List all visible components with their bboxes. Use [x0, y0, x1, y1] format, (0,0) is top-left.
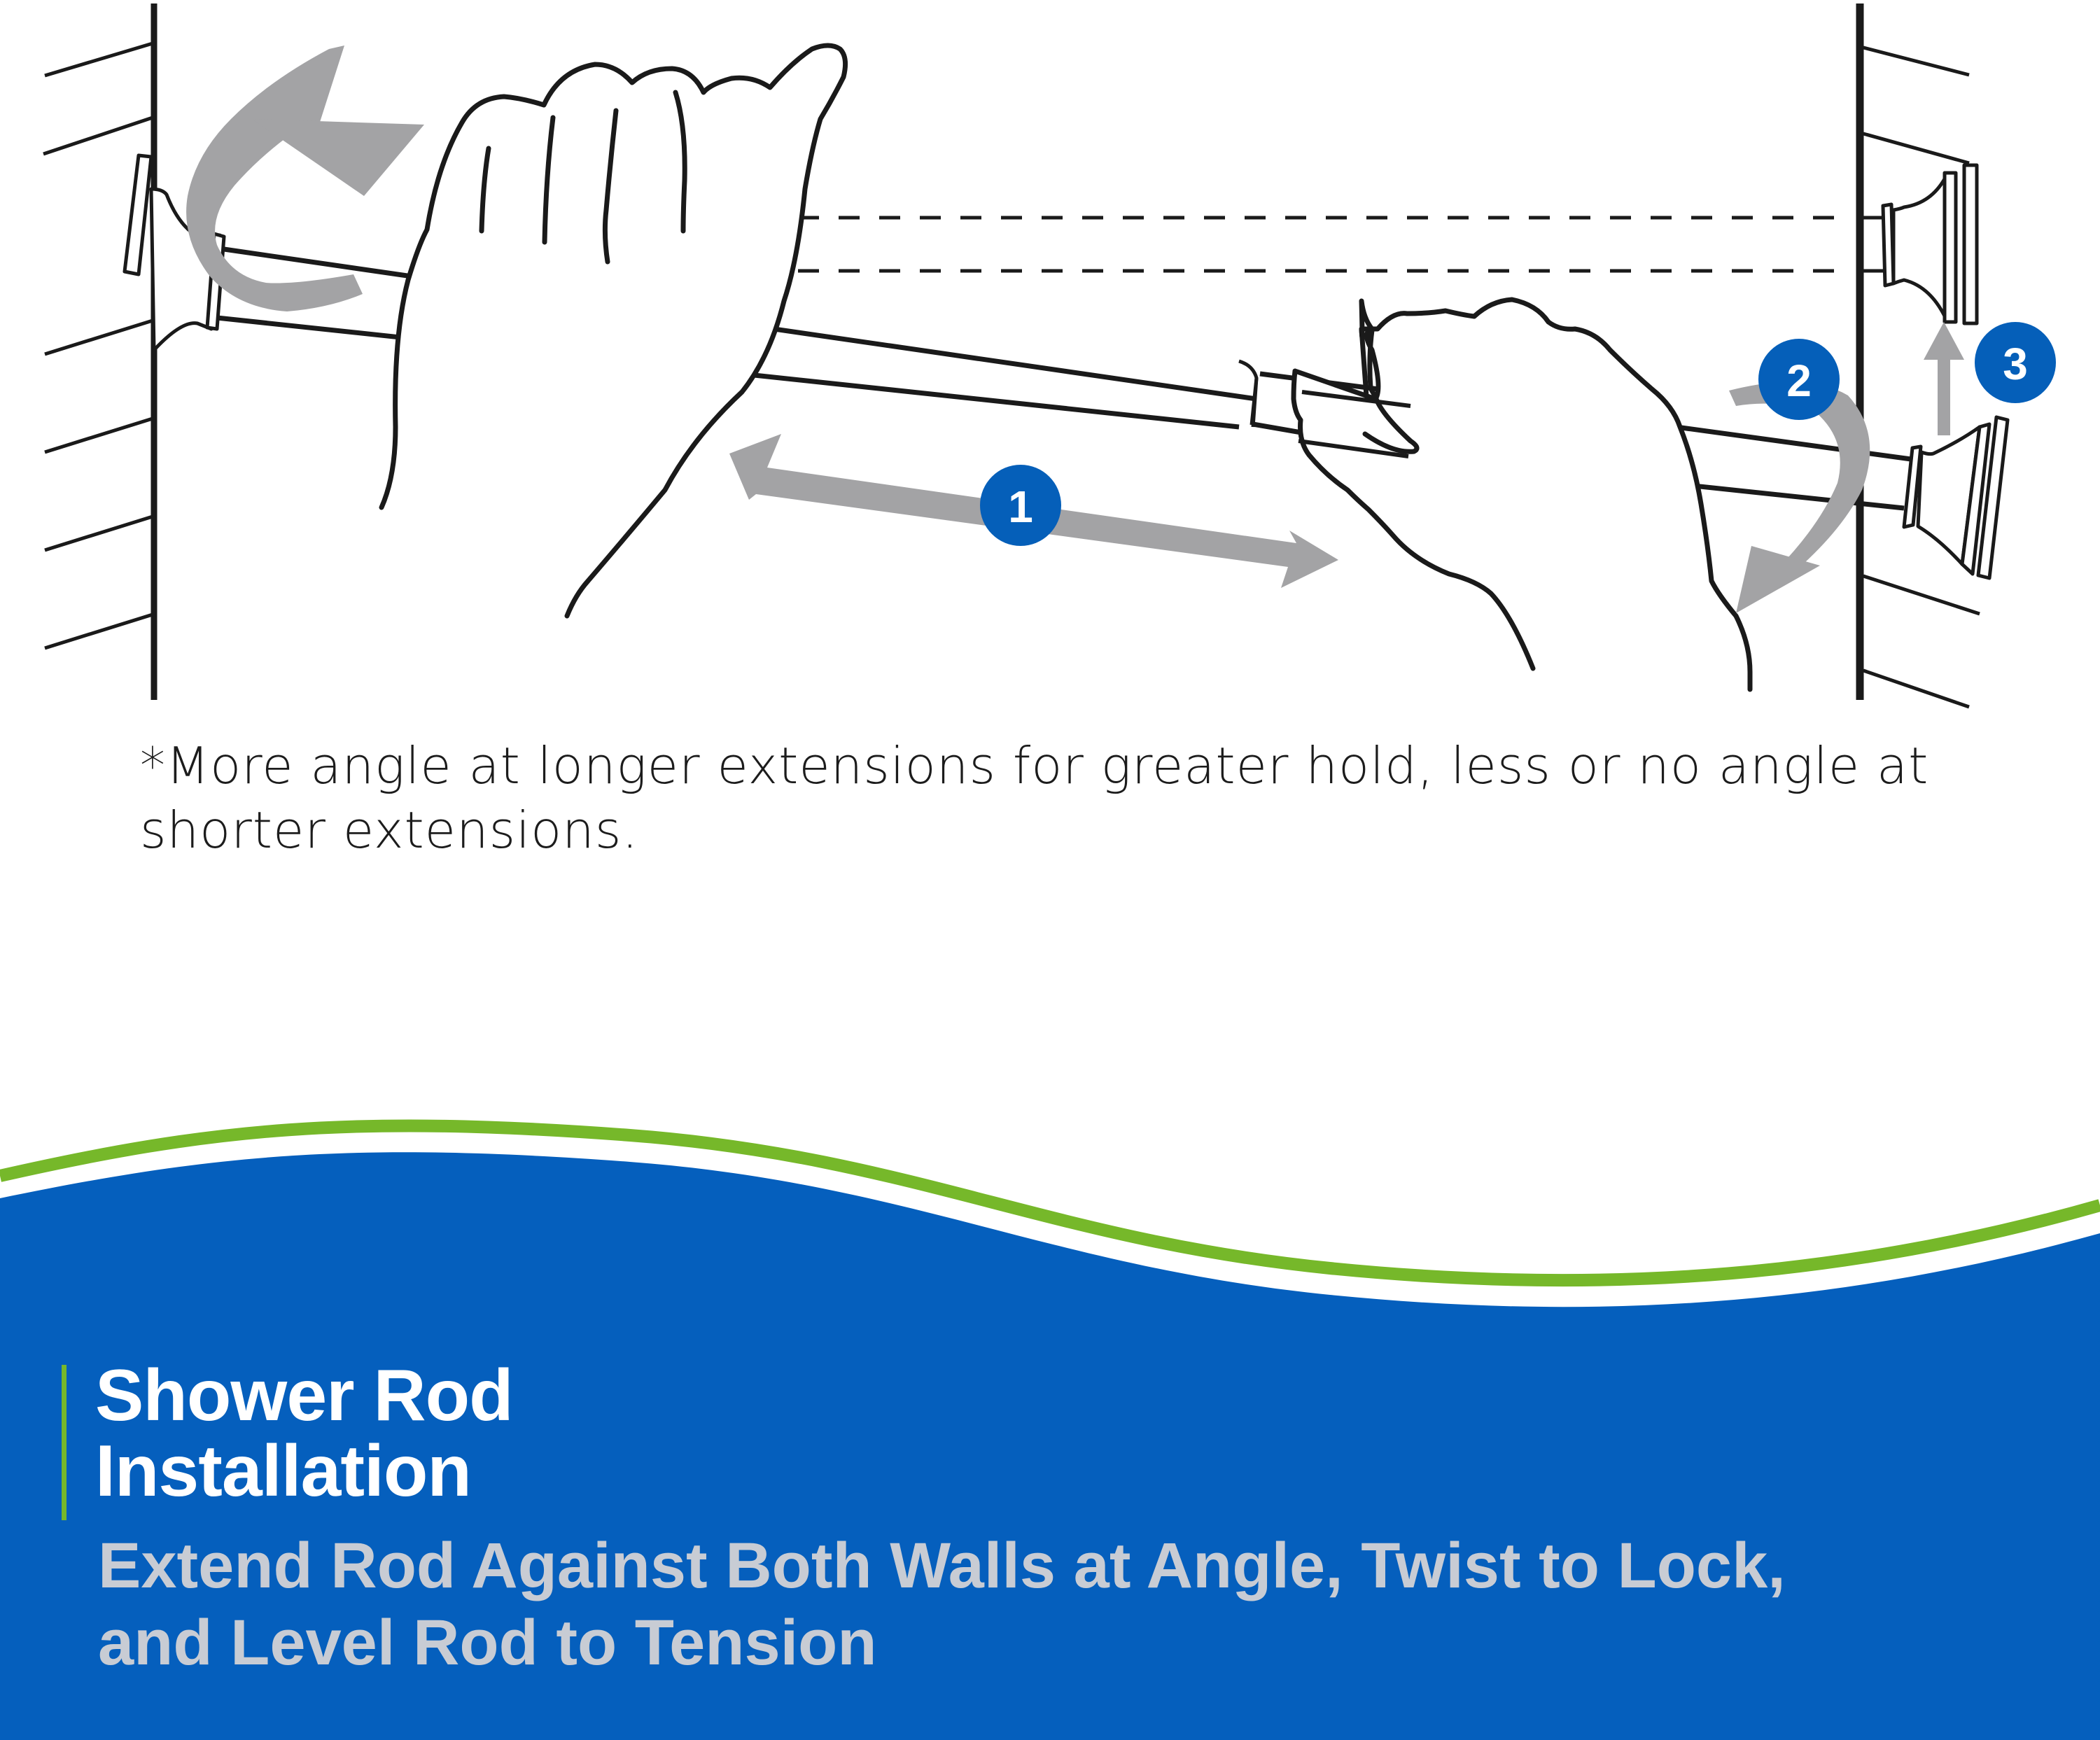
banner-subtitle: Extend Rod Against Both Walls at Angle, … [98, 1527, 2093, 1681]
banner-title-line-1: Shower Rod [95, 1355, 514, 1436]
right-wall [1856, 3, 1980, 709]
banner-title: Shower Rod Installation [95, 1355, 514, 1512]
banner-subtitle-line-1: Extend Rod Against Both Walls at Angle, … [98, 1530, 1786, 1601]
svg-text:2: 2 [1786, 356, 1812, 406]
level-guide-lines [757, 216, 1854, 273]
angle-note-caption: *More angle at longer extensions for gre… [140, 736, 1929, 860]
banner-title-line-2: Installation [95, 1431, 472, 1512]
step-2-badge: 2 [1758, 339, 1840, 420]
right-end-cap-angled [1902, 415, 2010, 580]
right-end-cap-level [1863, 163, 1979, 325]
banner-subtitle-line-2: and Level Rod to Tension [98, 1607, 877, 1678]
left-wall [43, 3, 158, 700]
twist-arrow-left-icon [186, 45, 424, 311]
step-1-badge: 1 [980, 465, 1061, 546]
left-hand [379, 43, 848, 619]
title-accent-bar [62, 1365, 66, 1520]
banner-wave [0, 1119, 2100, 1740]
right-hand [1291, 297, 1753, 692]
level-up-arrow-icon [1924, 322, 1964, 435]
svg-text:1: 1 [1008, 482, 1033, 532]
twist-arrow-right-icon [1729, 381, 1870, 613]
step-3-badge: 3 [1975, 322, 2056, 403]
rod-segment-right [1298, 390, 1411, 458]
svg-text:3: 3 [2003, 339, 2028, 389]
